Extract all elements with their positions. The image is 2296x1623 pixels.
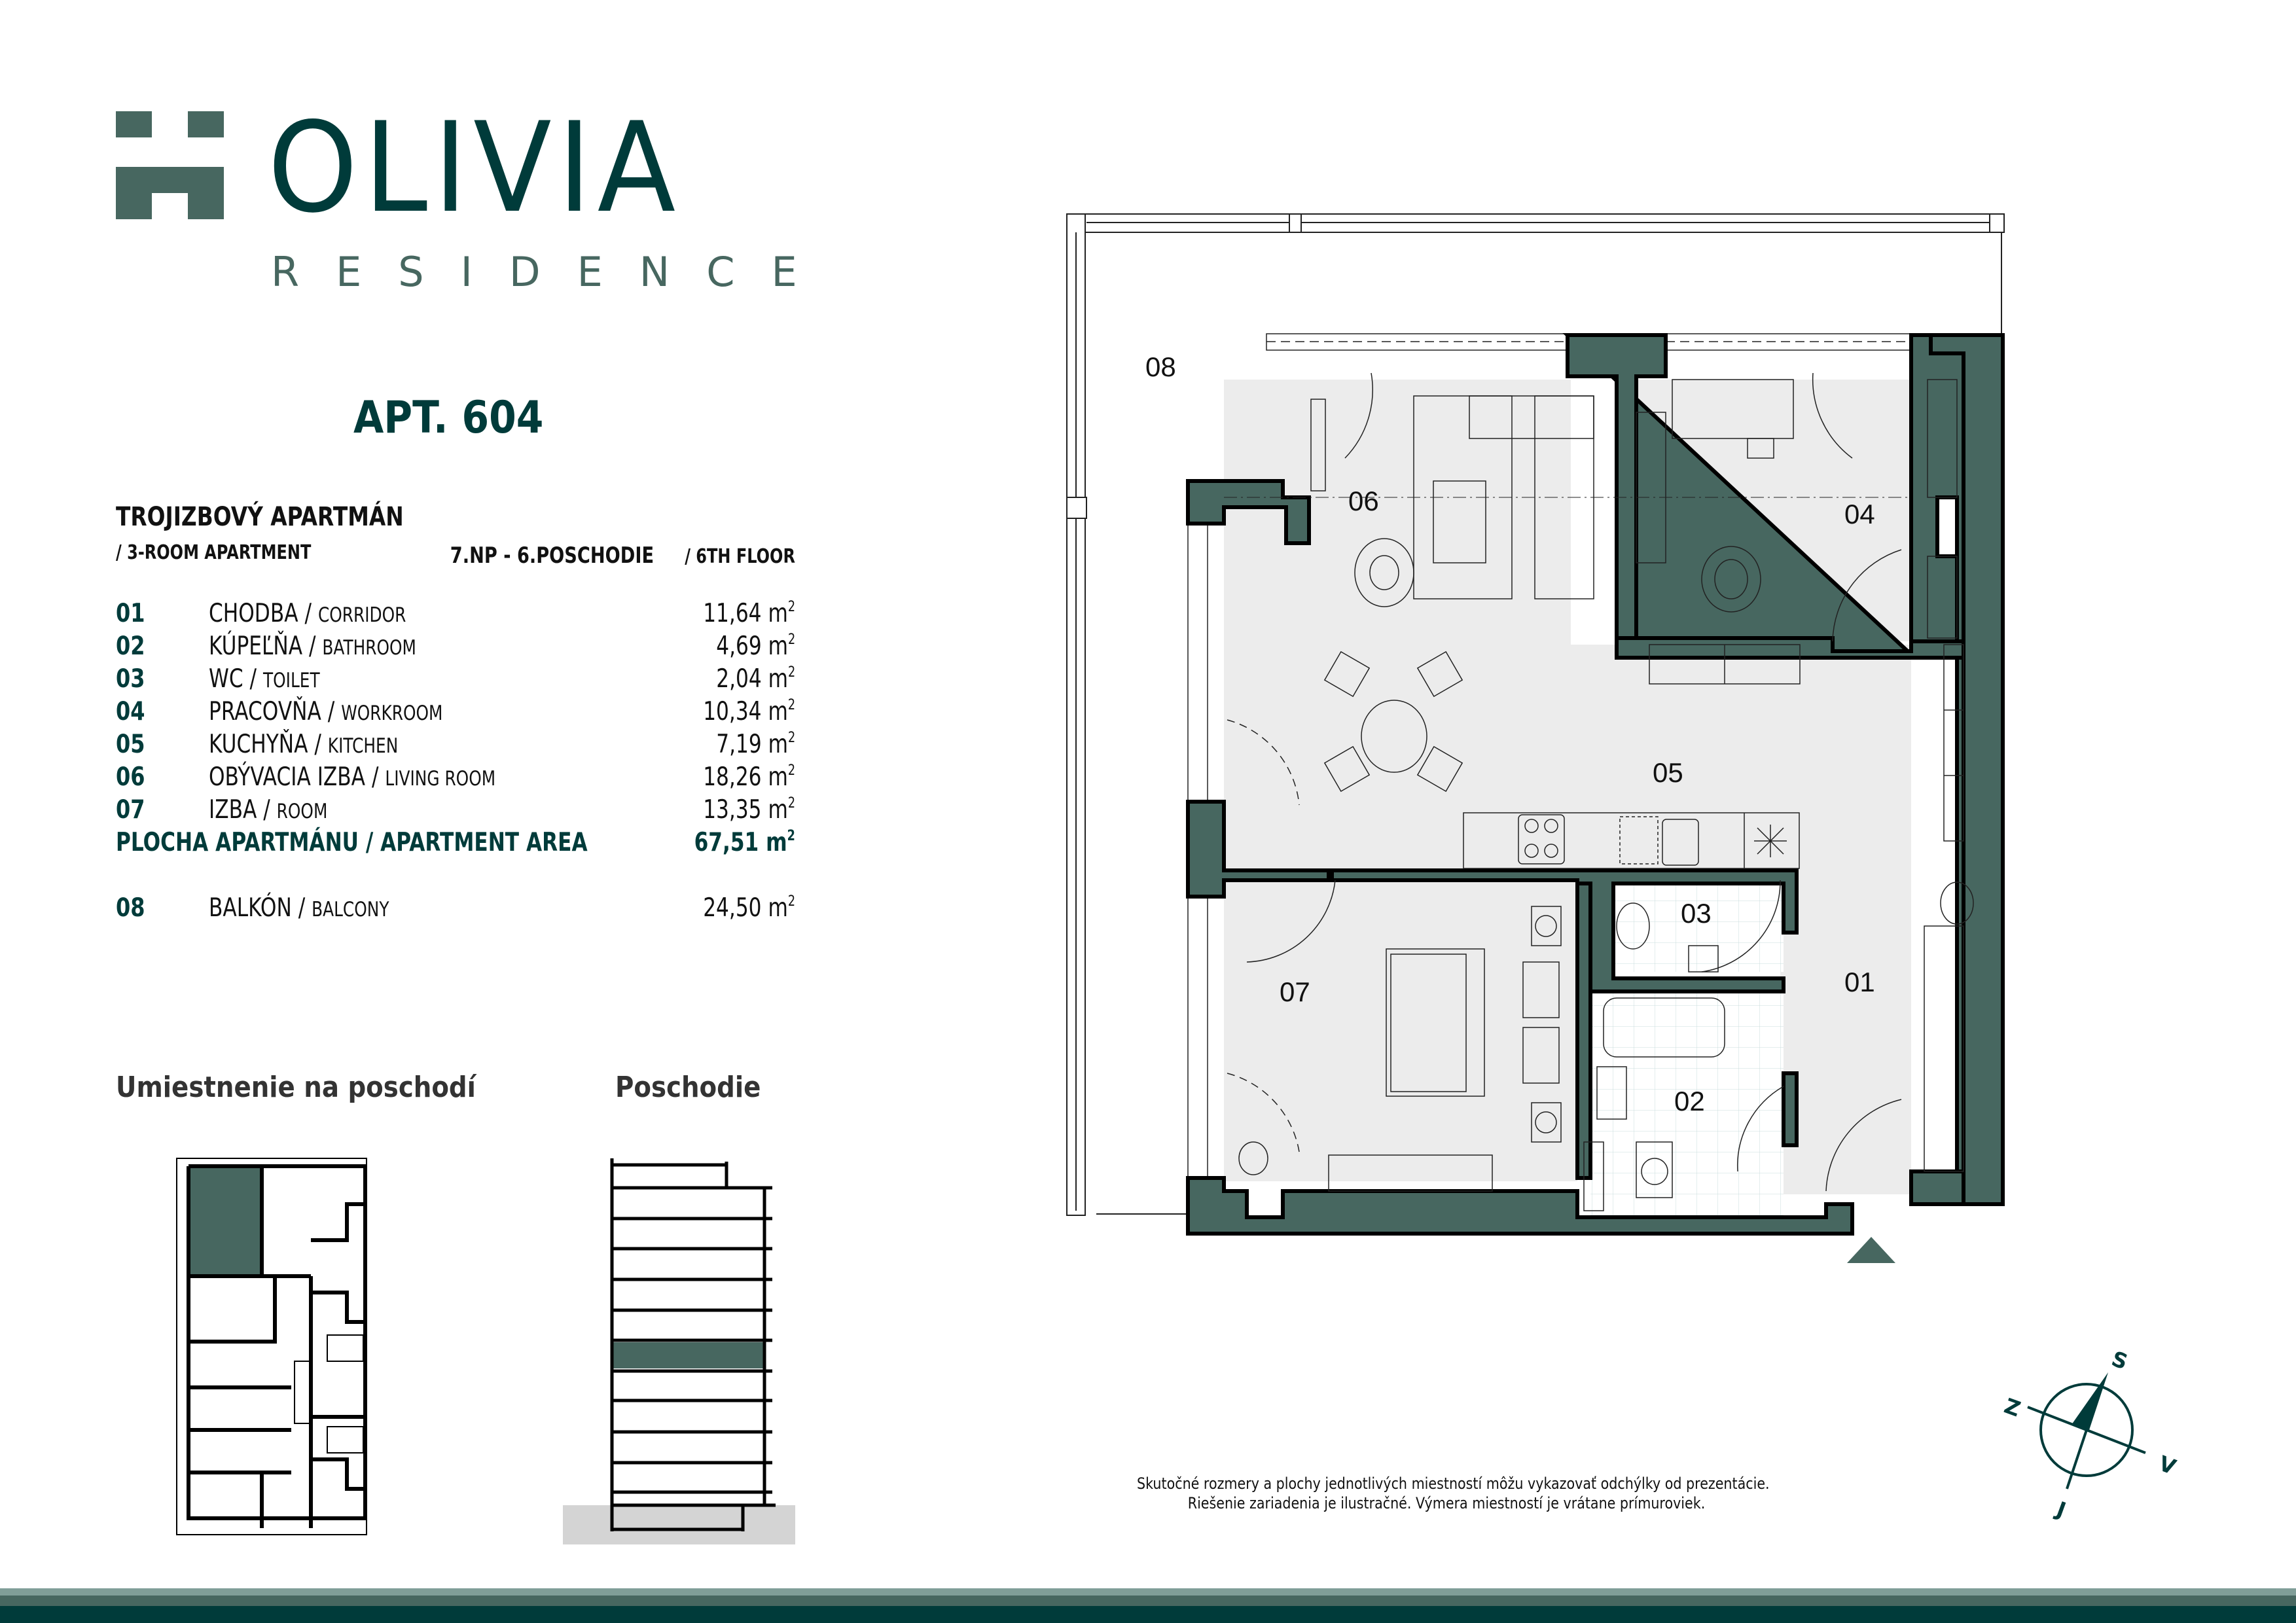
apartment-type-en: / 3-ROOM APARTMENT [116,541,312,564]
furniture [1224,372,1974,1211]
compass-north: S [2108,1346,2131,1375]
room-row: 07 IZBA / ROOM 13,35 m2 [116,795,795,825]
floor-position-title: Umiestnenie na poschodí [116,1071,476,1104]
room-label-06: 06 [1348,486,1379,516]
room-row: 01 CHODBA / CORRIDOR 11,64 m2 [116,599,795,628]
compass-west: Z [2001,1393,2024,1422]
footer-band-dark [0,1606,2296,1623]
disclaimer: Skutočné rozmery a plochy jednotlivých m… [1137,1474,1770,1513]
room-row: 03 WC / TOILET 2,04 m2 [116,664,795,694]
room-row: 04 PRACOVŇA / WORKROOM 10,34 m2 [116,697,795,726]
brand-name: OLIVIA [268,96,682,240]
disclaimer-line-2: Riešenie zariadenia je ilustračné. Výmer… [1187,1494,1706,1512]
footer-band-light [0,1588,2296,1596]
floor-stack-diagram [563,1158,795,1544]
floor-info: 7.NP - 6.POSCHODIE / 6TH FLOOR [399,544,795,567]
highlighted-floor [613,1342,764,1368]
room-label-07: 07 [1280,976,1310,1007]
room-label-01: 01 [1844,967,1875,997]
footer-band-mid [0,1596,2296,1606]
wc-tiles [1613,880,1784,972]
ground-level [563,1505,795,1544]
room-label-08: 08 [1145,351,1176,382]
compass-south: J [2052,1496,2069,1522]
brand-subtitle: RESIDENCE [271,248,834,296]
compass-icon: S Z V J [2001,1346,2179,1523]
floor-label: 7.NP - 6.POSCHODIE [450,543,655,569]
floor-label-en: / 6TH FLOOR [685,545,795,568]
disclaimer-line-1: Skutočné rozmery a plochy jednotlivých m… [1137,1474,1770,1493]
room-row: 02 KÚPEĽŇA / BATHROOM 4,69 m2 [116,632,795,661]
compass-east: V [2155,1451,2179,1480]
room-label-04: 04 [1844,499,1875,529]
floor-fills [1224,380,1911,1194]
apartment-type: TROJIZBOVÝ APARTMÁN [116,502,404,532]
total-area-row: PLOCHA APARTMÁNU / APARTMENT AREA 67,51 … [116,828,795,857]
room-label-02: 02 [1674,1086,1705,1116]
room-label-05: 05 [1653,757,1683,788]
balcony-row: 08 BALKÓN / BALCONY 24,50 m2 [116,893,795,923]
room-row: 06 OBÝVACIA IZBA / LIVING ROOM 18,26 m2 [116,762,795,792]
room-label-03: 03 [1681,898,1712,929]
room-row: 05 KUCHYŇA / KITCHEN 7,19 m2 [116,730,795,759]
entrance-triangle-icon [1847,1237,1895,1263]
apartment-title: APT. 604 [353,392,544,444]
bathroom-tiles [1590,991,1784,1217]
floor-title: Poschodie [615,1071,761,1104]
floor-position-diagram [176,1158,367,1535]
pixel-house-icon [116,111,224,219]
brand-logo: OLIVIA RESIDENCE [116,106,797,294]
balcony-railing [1066,213,2005,1216]
highlighted-apartment [190,1168,262,1276]
